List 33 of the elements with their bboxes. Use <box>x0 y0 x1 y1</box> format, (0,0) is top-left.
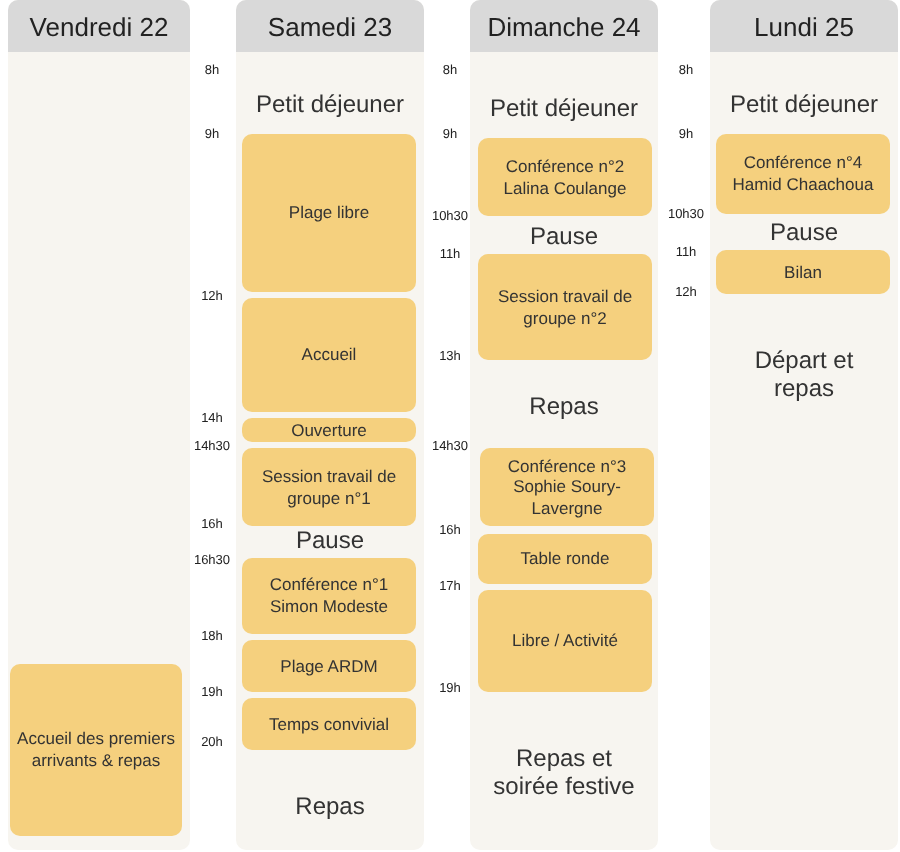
event-box: Accueil des premiers arrivants & repas <box>10 664 182 836</box>
event-box: Libre / Activité <box>478 590 652 692</box>
event-box: Conférence n°2 Lalina Coulange <box>478 138 652 216</box>
event-box: Conférence n°1 Simon Modeste <box>242 558 416 634</box>
event-box: Session travail de groupe n°2 <box>478 254 652 360</box>
event-box: Table ronde <box>478 534 652 584</box>
event-box: Conférence n°3 Sophie Soury-Lavergne <box>480 448 654 526</box>
day-column <box>236 0 424 850</box>
event-box: Accueil <box>242 298 416 412</box>
event-box: Session travail de groupe n°1 <box>242 448 416 526</box>
schedule-note: Repas <box>293 792 367 821</box>
event-box: Plage libre <box>242 134 416 292</box>
day-header: Vendredi 22 <box>8 0 190 52</box>
day-column <box>8 0 190 850</box>
day-column <box>470 0 658 850</box>
day-header: Samedi 23 <box>236 0 424 52</box>
schedule-note: Pause <box>767 218 841 247</box>
event-box: Conférence n°4 Hamid Chaachoua <box>716 134 890 214</box>
event-box: Temps convivial <box>242 698 416 750</box>
schedule-note: Repas <box>527 392 601 421</box>
day-column <box>710 0 898 850</box>
schedule-note: Petit déjeuner <box>253 90 407 119</box>
schedule-note: Pause <box>527 222 601 251</box>
schedule-note: Petit déjeuner <box>727 90 881 119</box>
day-header: Dimanche 24 <box>470 0 658 52</box>
event-box: Plage ARDM <box>242 640 416 692</box>
schedule-note: Repas et soirée festive <box>491 743 637 801</box>
schedule-note: Petit déjeuner <box>487 94 641 123</box>
event-box: Ouverture <box>242 418 416 442</box>
day-header: Lundi 25 <box>710 0 898 52</box>
schedule-note: Départ et repas <box>752 345 856 403</box>
schedule-note: Pause <box>293 526 367 555</box>
event-box: Bilan <box>716 250 890 294</box>
